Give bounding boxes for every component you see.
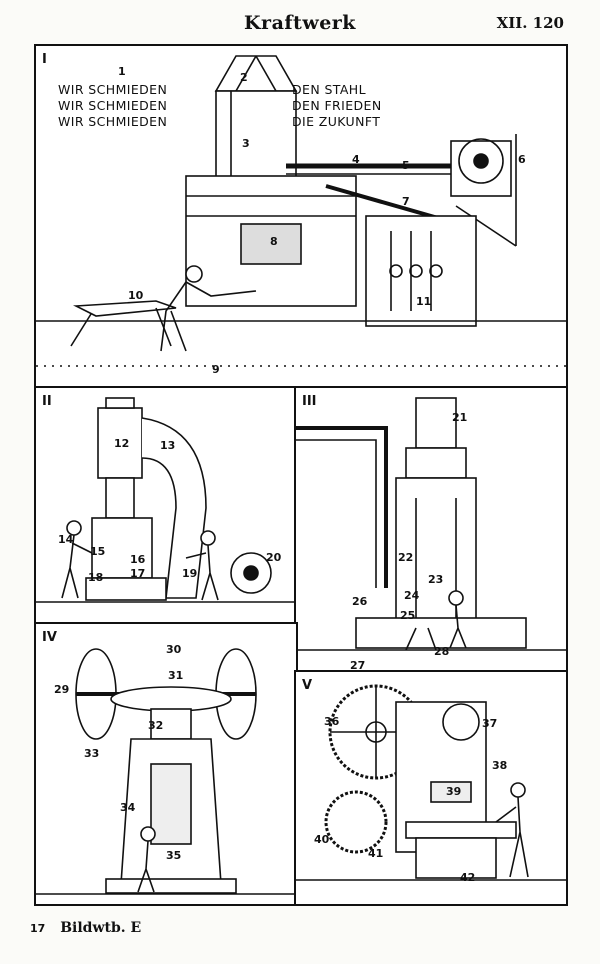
callout-number: 40 bbox=[314, 833, 330, 846]
slogan-left: WIR SCHMIEDEN WIR SCHMIEDEN WIR SCHMIEDE… bbox=[58, 82, 167, 130]
callout-number: 38 bbox=[492, 759, 508, 772]
callout-number: 7 bbox=[402, 195, 410, 208]
slogan-line: WIR SCHMIEDEN bbox=[58, 114, 168, 129]
callout-number: 1 bbox=[118, 65, 126, 78]
callout-number: 26 bbox=[352, 595, 368, 608]
slogan-line: DEN STAHL bbox=[292, 82, 366, 97]
callout-number: 37 bbox=[482, 717, 498, 730]
callout-number: 21 bbox=[452, 411, 468, 424]
callout-number: 17 bbox=[130, 567, 146, 580]
callout-number: 34 bbox=[120, 801, 136, 814]
callout-number: 41 bbox=[368, 847, 384, 860]
callout-number: 28 bbox=[434, 645, 450, 658]
forging-hall-illustration bbox=[36, 55, 566, 367]
callout-number: 23 bbox=[428, 573, 444, 586]
callout-number: 5 bbox=[402, 159, 410, 172]
friction-press-illustration bbox=[36, 648, 296, 895]
callout-number: 29 bbox=[54, 683, 70, 696]
page-number: XII. 120 bbox=[496, 14, 564, 32]
slogan-right: DEN STAHL DEN FRIEDEN DIE ZUKUNFT bbox=[292, 82, 382, 130]
callout-number: 30 bbox=[166, 643, 182, 656]
callout-number: 12 bbox=[114, 437, 130, 450]
plate-ii: II 12 13 14 15 16 17 18 19 20 bbox=[34, 386, 298, 626]
callout-number: 13 bbox=[160, 439, 176, 452]
callout-number: 32 bbox=[148, 719, 164, 732]
callout-number: 27 bbox=[350, 659, 366, 672]
steam-hammer-illustration bbox=[36, 397, 296, 603]
footer-page: 17 bbox=[30, 922, 46, 935]
plate-v: V 36 37 38 39 40 41 42 bbox=[294, 670, 568, 906]
callout-number: 18 bbox=[88, 571, 104, 584]
callout-number: 6 bbox=[518, 153, 526, 166]
plate-iii: III 21 22 23 24 25 26 27 28 bbox=[294, 386, 568, 674]
callout-number: 33 bbox=[84, 747, 100, 760]
callout-number: 2 bbox=[240, 71, 248, 84]
callout-number: 4 bbox=[352, 153, 360, 166]
slogan-line: DIE ZUKUNFT bbox=[292, 114, 381, 129]
callout-number: 22 bbox=[398, 551, 414, 564]
footer: 17 Bildwtb. E bbox=[30, 920, 141, 936]
callout-number: 39 bbox=[446, 785, 462, 798]
callout-number: 20 bbox=[266, 551, 282, 564]
callout-number: 31 bbox=[168, 669, 184, 682]
callout-number: 8 bbox=[270, 235, 278, 248]
plate-label: III bbox=[302, 394, 317, 409]
page-title: Kraftwerk bbox=[244, 12, 356, 34]
callout-number: 10 bbox=[128, 289, 144, 302]
slogan-line: DEN FRIEDEN bbox=[292, 98, 382, 113]
slogan-line: WIR SCHMIEDEN bbox=[58, 82, 168, 97]
callout-number: 25 bbox=[400, 609, 416, 622]
plate-label: II bbox=[42, 394, 52, 409]
callout-number: 9 bbox=[212, 363, 220, 376]
callout-number: 15 bbox=[90, 545, 106, 558]
callout-number: 19 bbox=[182, 567, 198, 580]
plate-label: V bbox=[302, 678, 313, 693]
callout-number: 42 bbox=[460, 871, 476, 884]
eccentric-press-illustration bbox=[296, 684, 566, 881]
callout-number: 35 bbox=[166, 849, 182, 862]
slogan-line: WIR SCHMIEDEN bbox=[58, 98, 168, 113]
callout-number: 11 bbox=[416, 295, 432, 308]
callout-number: 24 bbox=[404, 589, 420, 602]
plate-label: I bbox=[42, 52, 47, 67]
callout-number: 16 bbox=[130, 553, 146, 566]
callout-number: 36 bbox=[324, 715, 340, 728]
forging-press-illustration bbox=[296, 397, 566, 651]
plate-label: IV bbox=[42, 630, 57, 645]
footer-source: Bildwtb. E bbox=[60, 920, 142, 936]
plate-i: I bbox=[34, 44, 568, 390]
callout-number: 14 bbox=[58, 533, 74, 546]
callout-number: 3 bbox=[242, 137, 250, 150]
plate-iv: IV 29 30 31 32 33 34 35 bbox=[34, 622, 298, 906]
